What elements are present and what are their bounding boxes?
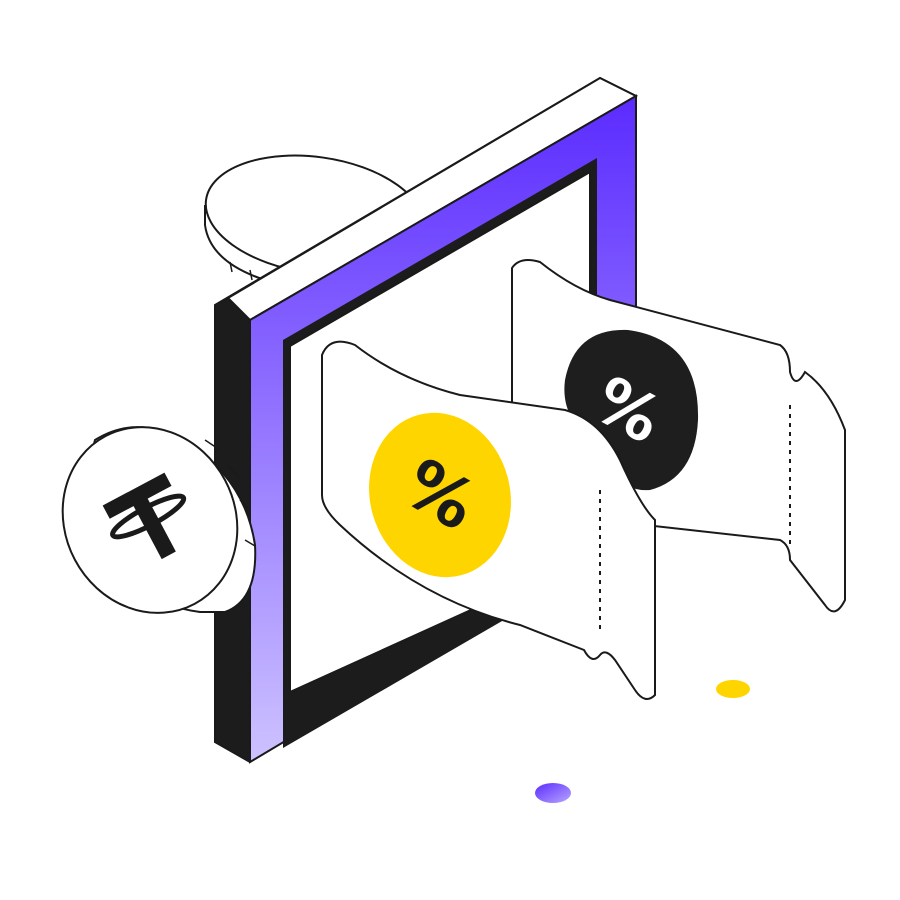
dot-yellow (716, 680, 750, 698)
percent-badge-yellow: % (369, 412, 511, 578)
coupon-front: % (321, 340, 656, 700)
tether-coin-icon (61, 426, 257, 614)
dot-purple (535, 783, 571, 803)
